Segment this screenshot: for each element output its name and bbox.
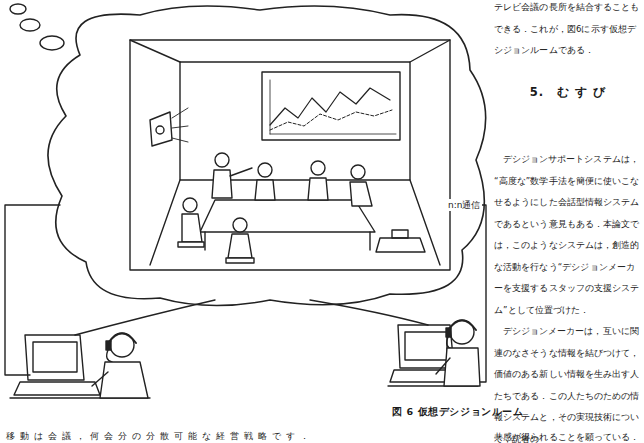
chart-axis — [270, 80, 271, 134]
people — [178, 153, 372, 263]
right-terminal — [388, 320, 480, 386]
person-body — [308, 178, 328, 200]
headset — [448, 321, 476, 331]
link-line — [310, 300, 428, 325]
bubble — [10, 4, 26, 14]
body-text: デシジョンサポートシステムは，“高度な”数学手法を簡便に使いこなせるようにした会… — [494, 149, 642, 321]
headset-mic — [447, 337, 452, 349]
projector-lens — [156, 126, 164, 134]
chart-line — [270, 110, 392, 130]
person-body — [444, 348, 480, 386]
link-line — [75, 300, 215, 335]
bubble — [40, 36, 64, 50]
person-head — [351, 165, 365, 179]
thought-bubbles — [10, 4, 64, 50]
headset-ear — [446, 328, 451, 337]
person-head — [183, 198, 197, 212]
person-body — [255, 180, 275, 200]
chair — [226, 258, 254, 263]
body-text-fragment: 共感が得られることを願っている． — [494, 431, 642, 443]
table-leg — [369, 232, 370, 250]
person-head — [233, 218, 247, 232]
room-edge — [410, 40, 450, 62]
person-arm — [230, 168, 252, 176]
person-head — [258, 163, 272, 177]
monitor-screen — [405, 332, 447, 360]
headset-mic — [107, 350, 112, 362]
left-terminal — [10, 333, 150, 398]
bubble — [20, 19, 40, 31]
body-text: デシジョンメーカーは，互いに関連のなさそうな情報を結びつけて，価値のある新しい情… — [494, 321, 642, 443]
headset — [108, 334, 136, 344]
back-wall — [180, 62, 410, 180]
chair — [178, 242, 204, 247]
room-edge — [130, 40, 180, 62]
person-arm — [436, 358, 450, 374]
person-arm — [92, 372, 108, 386]
link-label: n:n通信 — [446, 199, 482, 211]
floor-projector-head — [392, 230, 408, 238]
table — [200, 200, 375, 232]
screen — [262, 72, 400, 140]
room-frame — [130, 40, 450, 270]
person-body — [100, 362, 148, 398]
headset-ear — [106, 341, 111, 350]
section-heading: 5. む す び — [494, 84, 642, 100]
chart-axis — [270, 134, 396, 135]
person-head — [215, 153, 229, 167]
monitor — [25, 335, 84, 380]
person-body — [212, 170, 232, 198]
body-text-fragment: 移動は会議，何会分の分散可能な経営戦略です． — [6, 430, 476, 442]
figure-caption: 図 6 仮想デシジョンルーム — [392, 405, 524, 418]
person-head — [311, 161, 325, 175]
projector-beam — [172, 108, 188, 142]
monitor-screen — [33, 342, 77, 372]
body-text: テレビ会議の長所を結合することもできる．これが，図6に示す仮想デシジョンルームで… — [494, 0, 642, 62]
keyboard — [14, 382, 100, 395]
room — [130, 40, 450, 270]
thought-cloud — [48, 6, 486, 306]
chart-line — [270, 88, 390, 125]
person-body — [182, 214, 202, 242]
person-body — [228, 234, 252, 258]
projector — [150, 112, 172, 146]
floor-projector — [376, 238, 425, 252]
room-edge — [150, 180, 180, 265]
person-body — [350, 182, 372, 206]
